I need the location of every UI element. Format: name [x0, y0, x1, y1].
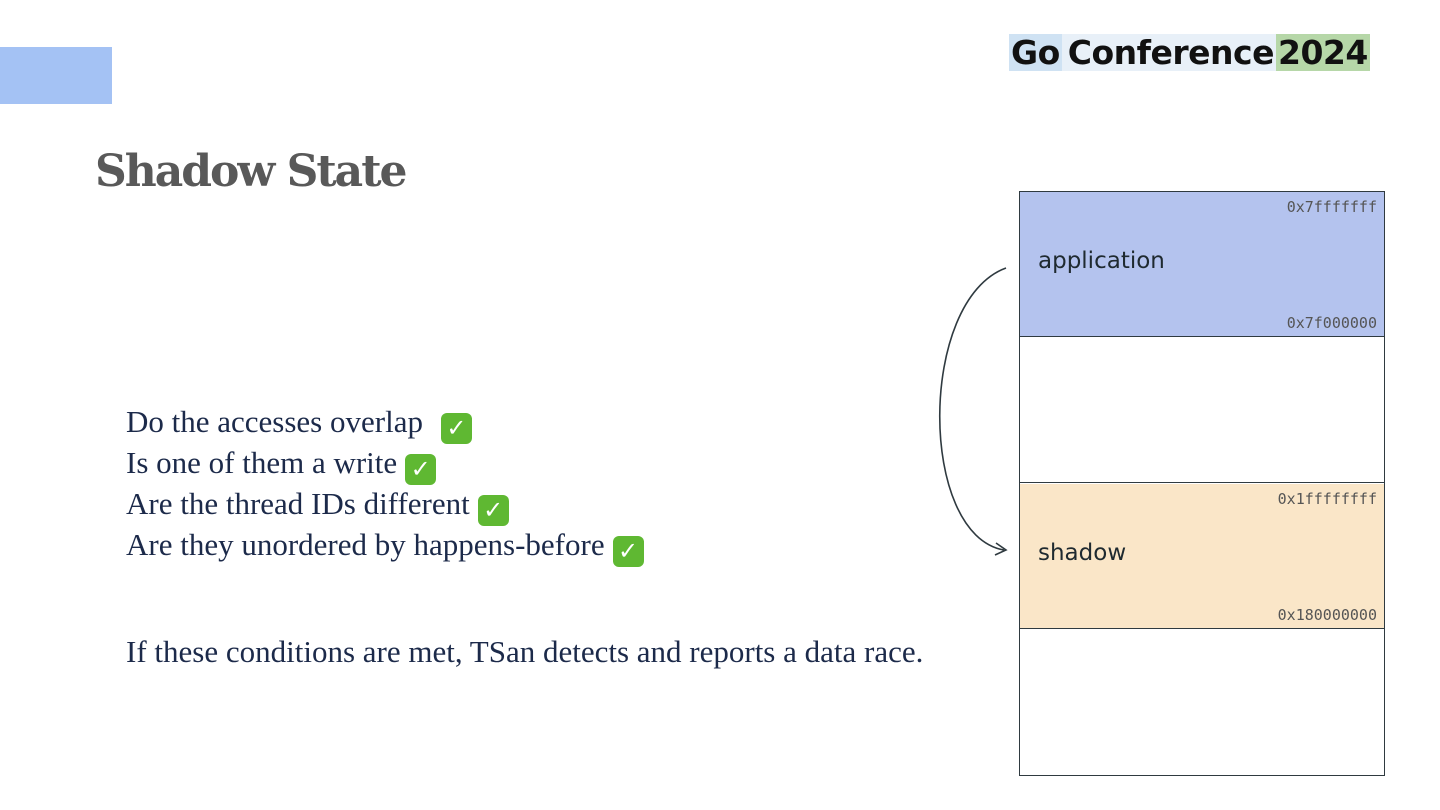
- shadow-label: shadow: [1038, 540, 1127, 566]
- memory-map: 0x7fffffff application 0x7f000000 0x1fff…: [1019, 191, 1385, 776]
- condition-text: Do the accesses overlap: [126, 404, 423, 439]
- unmapped-region: [1020, 630, 1384, 775]
- condition-item: Are they unordered by happens-before✓: [126, 526, 644, 567]
- condition-text: Is one of them a write: [126, 445, 398, 480]
- shadow-region: 0x1ffffffff shadow 0x180000000: [1020, 484, 1384, 629]
- conclusion-text: If these conditions are met, TSan detect…: [126, 634, 924, 669]
- condition-item: Do the accesses overlap ✓: [126, 403, 644, 444]
- unmapped-region: [1020, 338, 1384, 483]
- logo-word-conference: Conference: [1061, 34, 1276, 71]
- condition-text: Are the thread IDs different: [126, 486, 470, 521]
- mapping-arrow-icon: [939, 267, 1008, 556]
- application-label: application: [1038, 248, 1165, 274]
- application-addr-high: 0x7fffffff: [1286, 198, 1377, 216]
- shadow-addr-high: 0x1ffffffff: [1277, 490, 1377, 508]
- shadow-addr-low: 0x180000000: [1277, 606, 1377, 624]
- application-region: 0x7fffffff application 0x7f000000: [1020, 192, 1384, 337]
- check-icon: ✓: [612, 536, 644, 567]
- condition-item: Are the thread IDs different✓: [126, 485, 644, 526]
- conditions-list: Do the accesses overlap ✓ Is one of them …: [126, 403, 644, 567]
- check-icon: ✓: [440, 413, 472, 444]
- check-icon: ✓: [405, 454, 437, 485]
- application-addr-low: 0x7f000000: [1286, 314, 1377, 332]
- accent-block: [0, 47, 112, 104]
- condition-item: Is one of them a write✓: [126, 444, 644, 485]
- condition-text: Are they unordered by happens-before: [126, 527, 605, 562]
- conference-logo: Go Conference 2024: [1009, 34, 1370, 71]
- check-icon: ✓: [477, 495, 509, 526]
- slide-title: Shadow State: [95, 146, 408, 197]
- logo-word-year: 2024: [1275, 33, 1370, 72]
- logo-word-go: Go: [1009, 33, 1062, 72]
